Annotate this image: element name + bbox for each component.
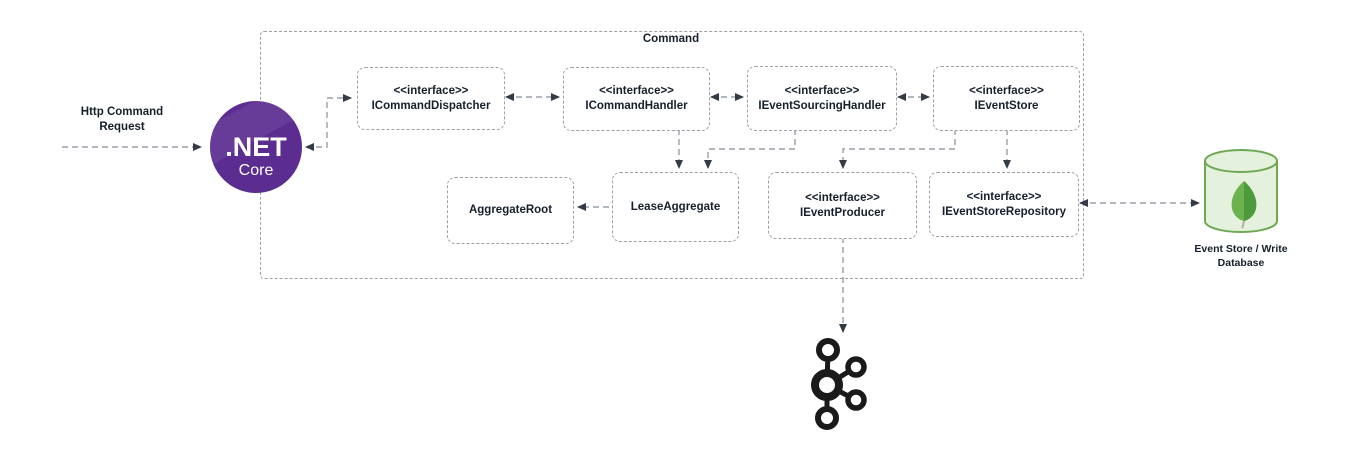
event-store-database-label: Event Store / Write Database [1175,242,1307,270]
node-stereotype: <<interface>> [966,190,1042,203]
node-stereotype: <<interface>> [599,85,674,97]
db-label-line2: Database [1217,257,1265,269]
command-boundary-label: Command [642,33,700,45]
http-label-line1: Http Command [80,106,164,118]
node-name: IEventProducer [800,206,885,219]
kafka-nodes [811,338,867,430]
dotnet-core-text: Core [239,162,274,179]
kafka-icon [811,338,867,430]
node-ieventproducer: <<interface>> IEventProducer [768,172,917,239]
node-name: ICommandDispatcher [371,99,491,112]
arrow-dotnet-dispatcher [305,94,352,151]
dotnet-circle [210,101,302,193]
node-stereotype: <<interface>> [784,84,860,97]
node-icommanddispatcher: <<interface>> ICommandDispatcher [357,67,505,130]
database-cylinder-top [1204,149,1278,173]
node-leaseaggregate: LeaseAggregate [612,172,739,242]
node-ieventsourcinghandler: <<interface>> IEventSourcingHandler [747,66,897,131]
mongodb-icon [1204,149,1278,233]
node-ieventstorerepository: <<interface>> IEventStoreRepository [929,172,1079,237]
node-name: IEventStore [974,99,1039,112]
node-name: ICommandHandler [585,100,688,112]
node-aggregateroot: AggregateRoot [447,177,574,244]
http-label-line2: Request [99,121,145,133]
node-icommandhandler: <<interface>> ICommandHandler [563,67,710,131]
node-stereotype: <<interface>> [393,84,469,97]
node-name: LeaseAggregate [630,200,721,213]
http-command-request-label: Http Command Request [52,105,192,135]
node-stereotype: <<interface>> [805,191,880,204]
node-name: IEventStoreRepository [942,205,1066,218]
node-name: AggregateRoot [468,204,553,216]
dotnet-text: .NET [225,132,287,162]
arrow-sourcinghandler-leaseaggregate [704,129,796,169]
node-name: IEventSourcingHandler [758,99,886,112]
arrow-eventstore-eventproducer [839,129,956,169]
mongodb-leaf-right [1244,181,1257,221]
node-stereotype: <<interface>> [969,84,1044,97]
dotnet-core-logo: .NET Core [210,101,302,193]
db-label-line1: Event Store / Write [1194,243,1288,255]
node-ieventstore: <<interface>> IEventStore [933,66,1080,131]
mongodb-leaf-left [1231,181,1244,221]
mongodb-leaf-stem [1241,220,1245,229]
